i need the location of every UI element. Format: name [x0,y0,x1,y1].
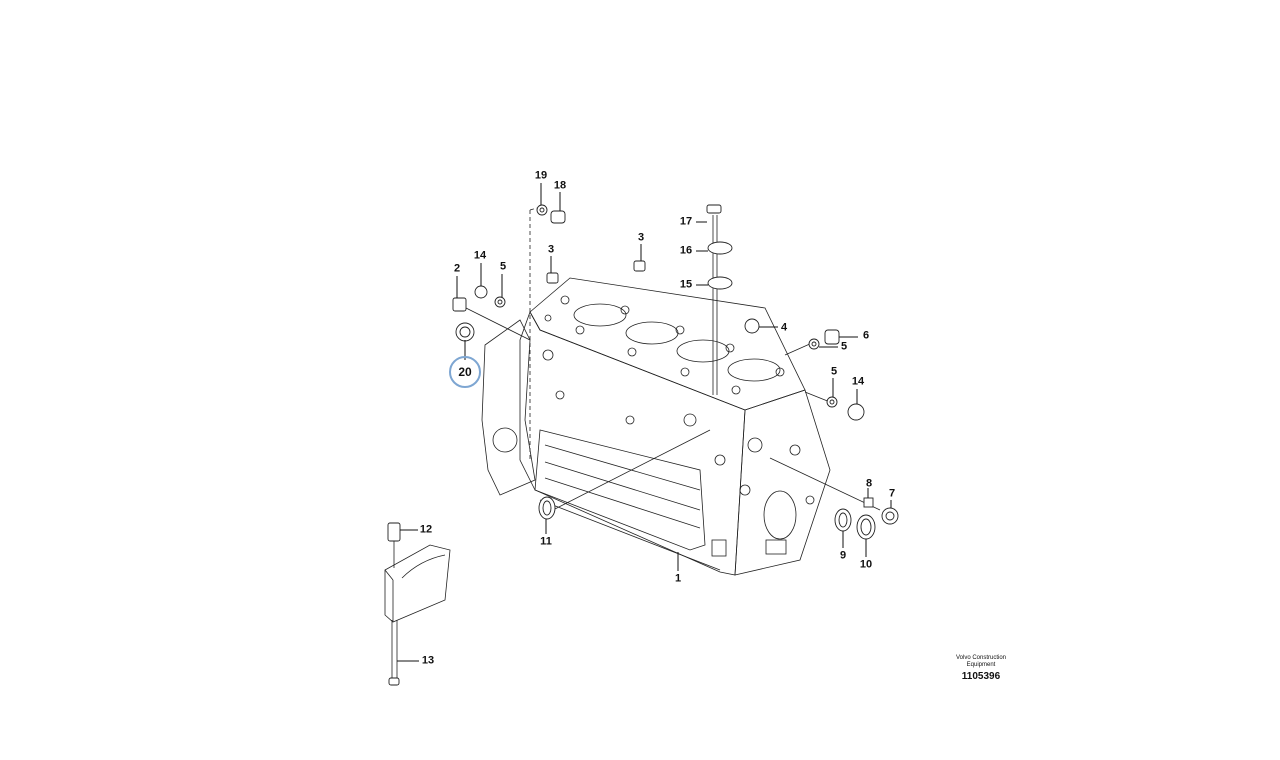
drawing-footer: Volvo Construction Equipment 1105396 [951,655,1011,682]
callout-15[interactable]: 15 [679,278,693,291]
callout-2[interactable]: 2 [453,262,461,275]
callout-5a[interactable]: 5 [499,260,507,273]
callout-1[interactable]: 1 [674,572,682,585]
callout-9[interactable]: 9 [839,549,847,562]
pipe-assembly [706,204,733,395]
crank-seals [538,429,899,540]
callout-7[interactable]: 7 [888,487,896,500]
callout-19[interactable]: 19 [534,169,548,182]
drawing-number: 1105396 [961,671,1001,682]
deck-plugs [546,260,646,284]
callout-17[interactable]: 17 [679,215,693,228]
top-bolt [529,204,566,460]
leader-lines [397,183,892,662]
callout-6[interactable]: 6 [862,329,870,342]
right-plugs [744,318,865,421]
callout-18[interactable]: 18 [553,179,567,192]
highlight-ring [449,356,481,388]
callout-16[interactable]: 16 [679,244,693,257]
callout-8[interactable]: 8 [865,477,873,490]
callout-5c[interactable]: 5 [830,365,838,378]
callout-5b[interactable]: 5 [840,340,848,353]
callout-12[interactable]: 12 [419,523,433,536]
callout-14a[interactable]: 14 [473,249,487,262]
callout-20[interactable]: 20 [458,365,472,379]
callout-4[interactable]: 4 [780,321,788,334]
callout-3a[interactable]: 3 [547,243,555,256]
bearing-cap [384,522,451,686]
callout-14b[interactable]: 14 [851,375,865,388]
organization-name: Volvo Construction Equipment [955,655,1007,668]
callout-13[interactable]: 13 [421,654,435,667]
callout-10[interactable]: 10 [859,558,873,571]
rear-plugs [452,285,531,342]
callout-11[interactable]: 11 [540,535,552,548]
engine-block [481,277,831,576]
callout-3b[interactable]: 3 [637,231,645,244]
